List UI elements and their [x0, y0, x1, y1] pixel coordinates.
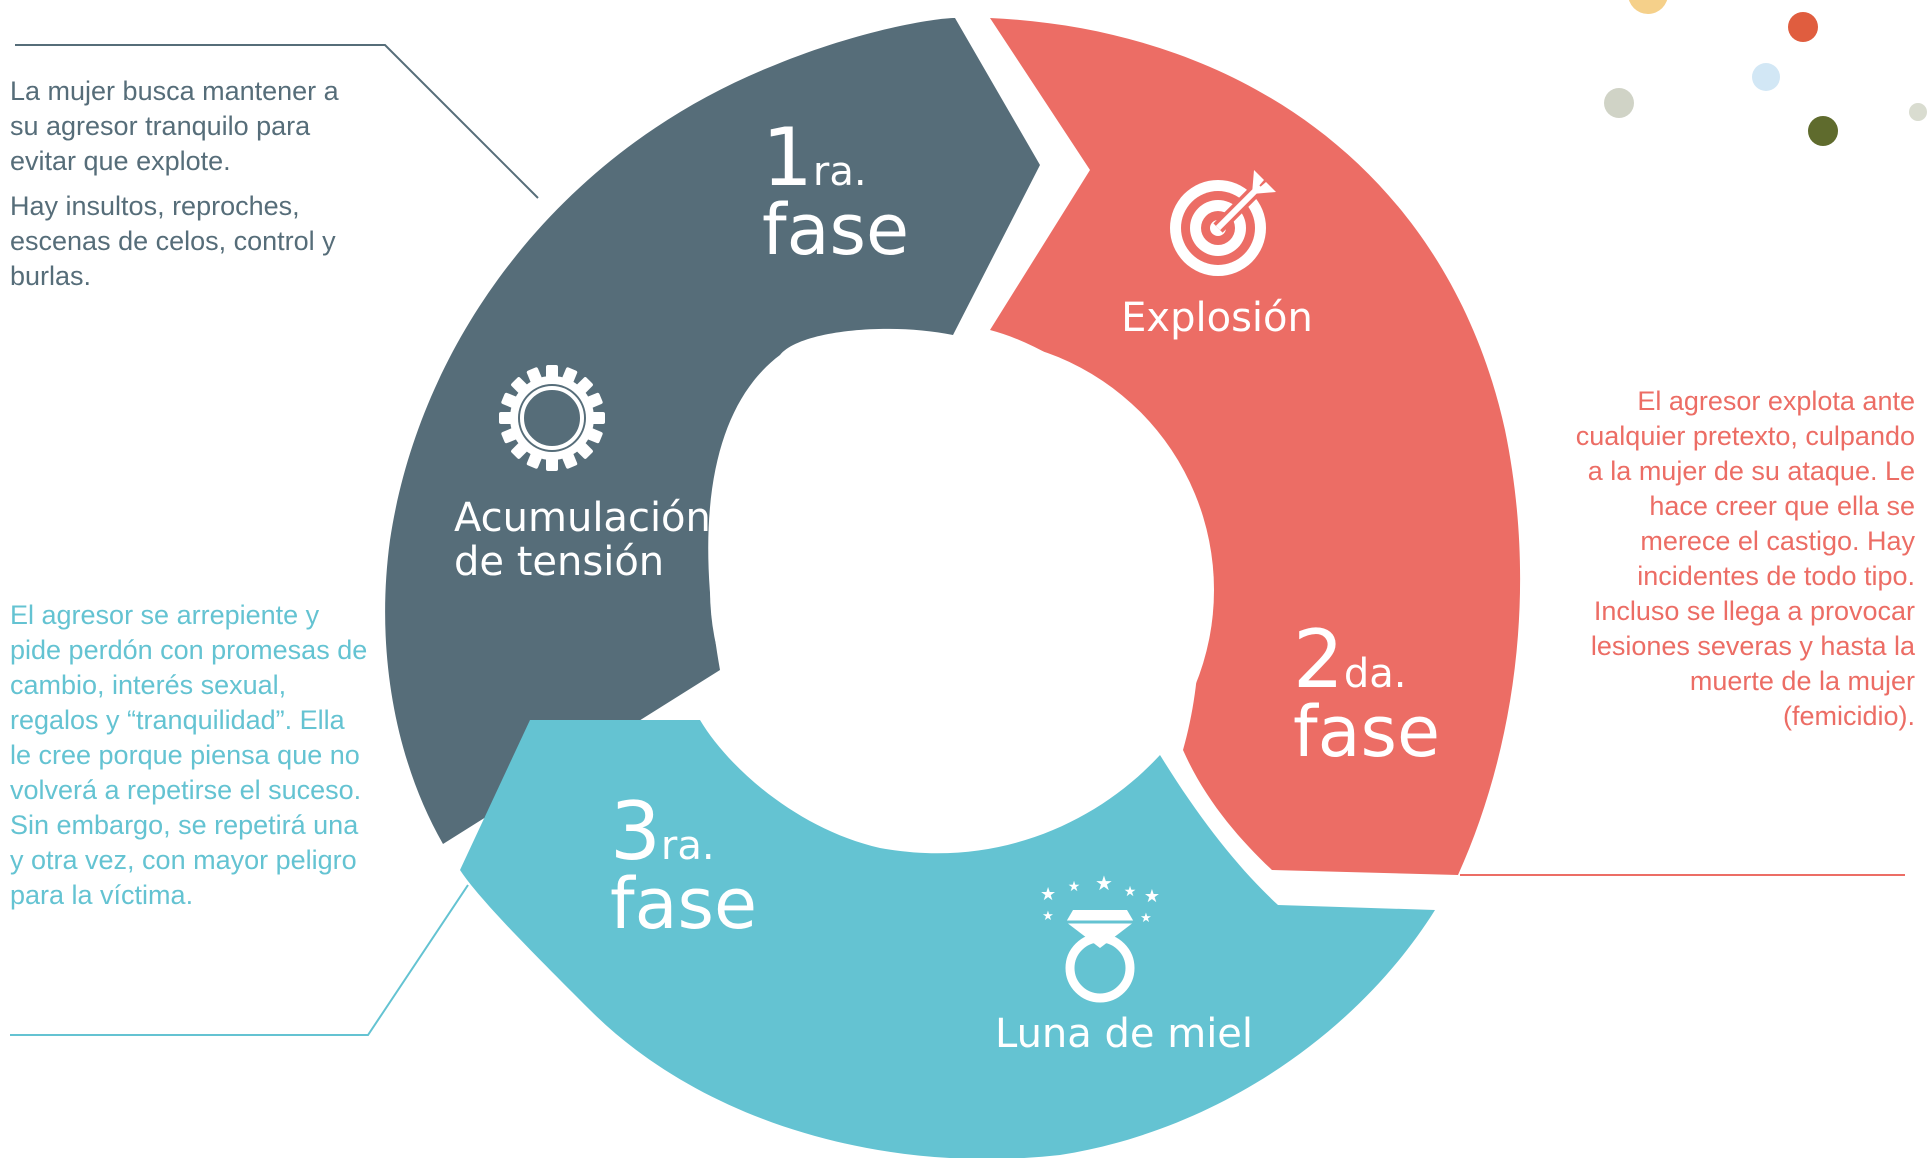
phase-1-segment: [385, 18, 1040, 844]
svg-text:★: ★: [1144, 886, 1160, 907]
phase-3-title: Luna de miel: [995, 1011, 1254, 1057]
phase-1-word: fase: [762, 189, 910, 271]
phase-2-title: Explosión: [1112, 296, 1322, 340]
svg-text:★: ★: [1140, 911, 1152, 926]
phase-1-title-line-2: de tensión: [454, 539, 665, 585]
phase-1-description-paragraph-2: Hay insultos, reproches, escenas de celo…: [10, 191, 336, 291]
phase-1-description-paragraph-1: La mujer busca mantener a su agresor tra…: [10, 76, 339, 176]
svg-text:★: ★: [1068, 879, 1081, 895]
phase-2-description: El agresor explota ante cualquier pretex…: [1570, 384, 1915, 744]
svg-text:★: ★: [1042, 909, 1054, 924]
phase-1-description: La mujer busca mantener a su agresor tra…: [10, 74, 370, 304]
decor-dot: [1909, 103, 1927, 121]
phase-1-title: Acumulación de tensión: [454, 495, 711, 585]
phase-1-label: 1ra. fase: [762, 118, 910, 271]
phase-1-title-line-1: Acumulación: [454, 495, 711, 541]
phase-3-word: fase: [610, 863, 758, 945]
phase-3-description-paragraph-1: El agresor se arrepiente y pide perdón c…: [10, 600, 368, 910]
phase-3-segment: [460, 720, 1435, 1158]
phase-3-description: El agresor se arrepiente y pide perdón c…: [10, 598, 372, 923]
phase-3-suffix: ra.: [660, 823, 715, 869]
phase-2-label: 2da. fase: [1293, 620, 1441, 773]
diamond-ring-icon: ★ ★ ★ ★ ★ ★ ★: [1040, 871, 1160, 1003]
center-hole: [710, 338, 1214, 842]
phase-2-segment: [990, 18, 1521, 875]
phase-2-suffix: da.: [1343, 651, 1407, 697]
target-icon: [1170, 170, 1276, 276]
phase-2-number: 2: [1293, 613, 1344, 706]
phase-2-word: fase: [1293, 691, 1441, 773]
gear-icon: [499, 365, 605, 471]
phase-1-suffix: ra.: [812, 149, 867, 195]
phase-2-title-line-1: Explosión: [1121, 295, 1313, 341]
decor-dot: [1808, 116, 1838, 146]
phase-3-leader-line: [10, 884, 469, 1036]
decor-dot: [1752, 63, 1780, 91]
phase-1-number: 1: [762, 111, 813, 204]
phase-3-label: 3ra. fase: [610, 792, 758, 945]
decor-dot: [1788, 12, 1818, 42]
phase-3-title-line-1: Luna de miel: [995, 1011, 1254, 1057]
phase-2-description-paragraph-1: El agresor explota ante cualquier pretex…: [1575, 386, 1915, 731]
phase-1-leader-line: [15, 44, 539, 199]
decor-dot: [1604, 88, 1634, 118]
decor-dot: [1628, 0, 1668, 14]
svg-text:★: ★: [1095, 871, 1113, 895]
phase-3-number: 3: [610, 785, 661, 878]
svg-text:★: ★: [1124, 884, 1137, 900]
svg-text:★: ★: [1040, 884, 1056, 905]
